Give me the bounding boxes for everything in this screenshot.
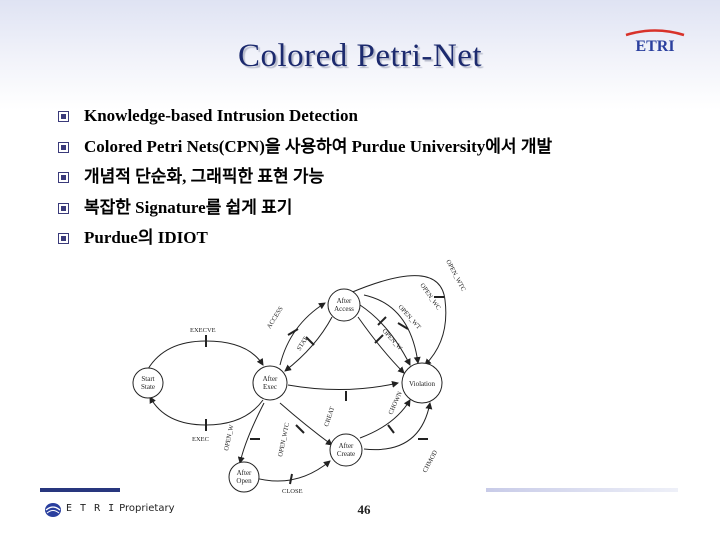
place-start-line2: State	[141, 383, 155, 391]
arc-open-w-left	[237, 402, 265, 464]
label-stat: STAT	[296, 336, 310, 352]
place-after-open-line1: After	[237, 469, 252, 477]
label-execve: EXECVE	[190, 327, 216, 334]
bullet-icon	[58, 141, 69, 153]
label-open-w-left: OPEN_W	[223, 423, 236, 451]
place-after-open-line2: Open	[236, 477, 252, 485]
slide-title: Colored Petri-Net	[237, 38, 483, 74]
bullet-icon	[58, 111, 69, 122]
bullet-item: 개념적 단순화, 그래픽한 표현 가능	[58, 165, 552, 196]
etri-logo: ETRI	[625, 29, 685, 54]
place-after-access-line2: Access	[334, 305, 354, 313]
arc-open-wc	[363, 294, 421, 364]
label-chmod: CHMOD	[422, 449, 440, 474]
bullet-item: Knowledge-based Intrusion Detection	[58, 104, 552, 135]
arc-stat	[284, 316, 333, 372]
etri-footer-icon	[45, 503, 61, 517]
place-after-create-line2: Create	[337, 450, 355, 458]
petri-net-diagram: Start State After Exec After Access Viol…	[132, 259, 467, 495]
bullet-item: 복잡한 Signature를 쉽게 표기	[58, 196, 552, 227]
place-after-exec-line1: After	[263, 375, 278, 383]
label-close: CLOSE	[282, 488, 303, 495]
label-open-wtc-top: OPEN_WTC	[444, 259, 466, 293]
arc-open-wt	[359, 304, 411, 366]
footer-bar-right	[486, 488, 678, 492]
arc-open-wtc-top	[349, 275, 447, 366]
arc-chmod	[363, 402, 433, 451]
arc-chown	[359, 399, 411, 439]
place-after-access-line1: After	[337, 297, 352, 305]
bullet-text: Purdue의 IDIOT	[84, 228, 208, 247]
logo-text: ETRI	[635, 38, 674, 54]
bullet-list: Knowledge-based Intrusion Detection Colo…	[58, 104, 552, 257]
bullet-text: Knowledge-based Intrusion Detection	[84, 106, 358, 125]
bullet-text: 복잡한 Signature를 쉽게 표기	[84, 197, 293, 217]
bullet-item: Colored Petri Nets(CPN)을 사용하여 Purdue Uni…	[58, 135, 552, 166]
place-after-exec-line2: Exec	[263, 383, 277, 391]
bullet-text: 개념적 단순화, 그래픽한 표현 가능	[84, 167, 325, 186]
page-number: 46	[357, 502, 371, 517]
label-creat: CREAT	[323, 406, 336, 428]
place-after-create-line1: After	[339, 442, 354, 450]
arc-open-wtc-mid	[279, 402, 333, 446]
label-access: ACCESS	[266, 305, 285, 330]
footer-org-name: E T R I	[66, 503, 116, 514]
bullet-icon	[58, 202, 69, 214]
label-exec: EXEC	[192, 436, 209, 443]
arc-creat	[287, 380, 399, 391]
footer-proprietary: Proprietary	[119, 503, 175, 514]
bullet-text: Colored Petri Nets(CPN)을 사용하여 Purdue Uni…	[84, 136, 553, 156]
label-open-wtc-mid: OPEN_WTC	[277, 422, 291, 457]
bullet-icon	[58, 233, 69, 244]
arc-close	[251, 460, 331, 482]
footer-bar-left	[40, 488, 120, 492]
bullet-icon	[58, 172, 69, 183]
place-violation: Violation	[409, 380, 436, 388]
bullet-item: Purdue의 IDIOT	[58, 226, 552, 257]
arc-open-w	[357, 316, 405, 374]
label-open-w: OPEN_W	[381, 328, 404, 353]
place-start-line1: Start	[141, 375, 154, 383]
